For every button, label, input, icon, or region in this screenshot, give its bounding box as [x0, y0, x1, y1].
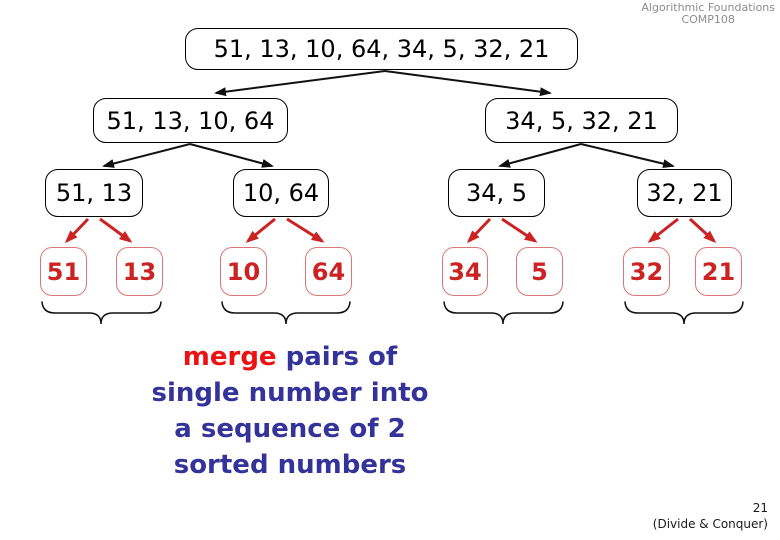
- tree-leaf-5: 5: [516, 247, 563, 296]
- arrow-left-to-pair2: [189, 143, 274, 168]
- course-header-line1: Algorithmic Foundations: [641, 1, 775, 14]
- tree-node-pair1: 51, 13: [45, 169, 143, 217]
- tree-node-left-half: 51, 13, 10, 64: [93, 98, 288, 143]
- tree-leaf-13: 13: [116, 247, 163, 296]
- caption: merge pairs of single number into a sequ…: [130, 339, 450, 483]
- course-header-line2: COMP108: [681, 13, 735, 26]
- tree-leaf-34: 34: [442, 247, 488, 296]
- arrow-pair1-to-leaf-51: [64, 217, 90, 244]
- tree-leaf-21: 21: [695, 247, 742, 296]
- tree-node-right-half: 34, 5, 32, 21: [485, 98, 678, 143]
- arrow-pair1-to-leaf-13: [99, 217, 133, 243]
- caption-merge-highlight: merge: [182, 342, 277, 372]
- tree-leaf-10: 10: [220, 247, 267, 296]
- arrow-left-to-pair1: [102, 143, 191, 168]
- arrow-pair3-to-leaf-5: [501, 217, 538, 243]
- course-header: Algorithmic Foundations COMP108: [641, 2, 775, 26]
- caption-line2: single number into: [151, 378, 429, 408]
- caption-line4: sorted numbers: [173, 450, 407, 480]
- caption-line1: merge pairs of: [130, 339, 450, 375]
- footer: 21 (Divide & Conquer): [653, 500, 768, 532]
- tree-node-pair3: 34, 5: [448, 169, 545, 217]
- arrow-root-to-right: [384, 70, 552, 97]
- brace-pair3: [443, 301, 564, 325]
- tree-leaf-51: 51: [40, 247, 87, 296]
- arrow-right-to-pair4: [580, 143, 675, 169]
- brace-pair4: [624, 301, 744, 325]
- tree-node-pair4: 32, 21: [637, 169, 732, 217]
- arrow-root-to-left: [214, 70, 386, 97]
- arrow-right-to-pair3: [498, 143, 582, 168]
- brace-pair1: [41, 301, 162, 325]
- tree-leaf-32: 32: [623, 247, 670, 296]
- footer-subtitle: (Divide & Conquer): [652, 517, 768, 531]
- arrow-pair3-to-leaf-34: [466, 217, 492, 244]
- tree-leaf-64: 64: [305, 247, 352, 296]
- arrow-pair4-to-leaf-32: [647, 217, 679, 243]
- caption-line3: a sequence of 2: [174, 414, 406, 444]
- tree-node-pair2: 10, 64: [233, 169, 329, 217]
- caption-line1-rest: pairs of: [285, 342, 398, 372]
- tree-node-root: 51, 13, 10, 64, 34, 5, 32, 21: [185, 28, 578, 70]
- page-number: 21: [752, 501, 768, 515]
- arrow-pair4-to-leaf-21: [688, 217, 717, 244]
- arrow-pair2-to-leaf-64: [286, 217, 325, 243]
- brace-pair2: [221, 301, 351, 325]
- arrow-pair2-to-leaf-10: [245, 217, 276, 243]
